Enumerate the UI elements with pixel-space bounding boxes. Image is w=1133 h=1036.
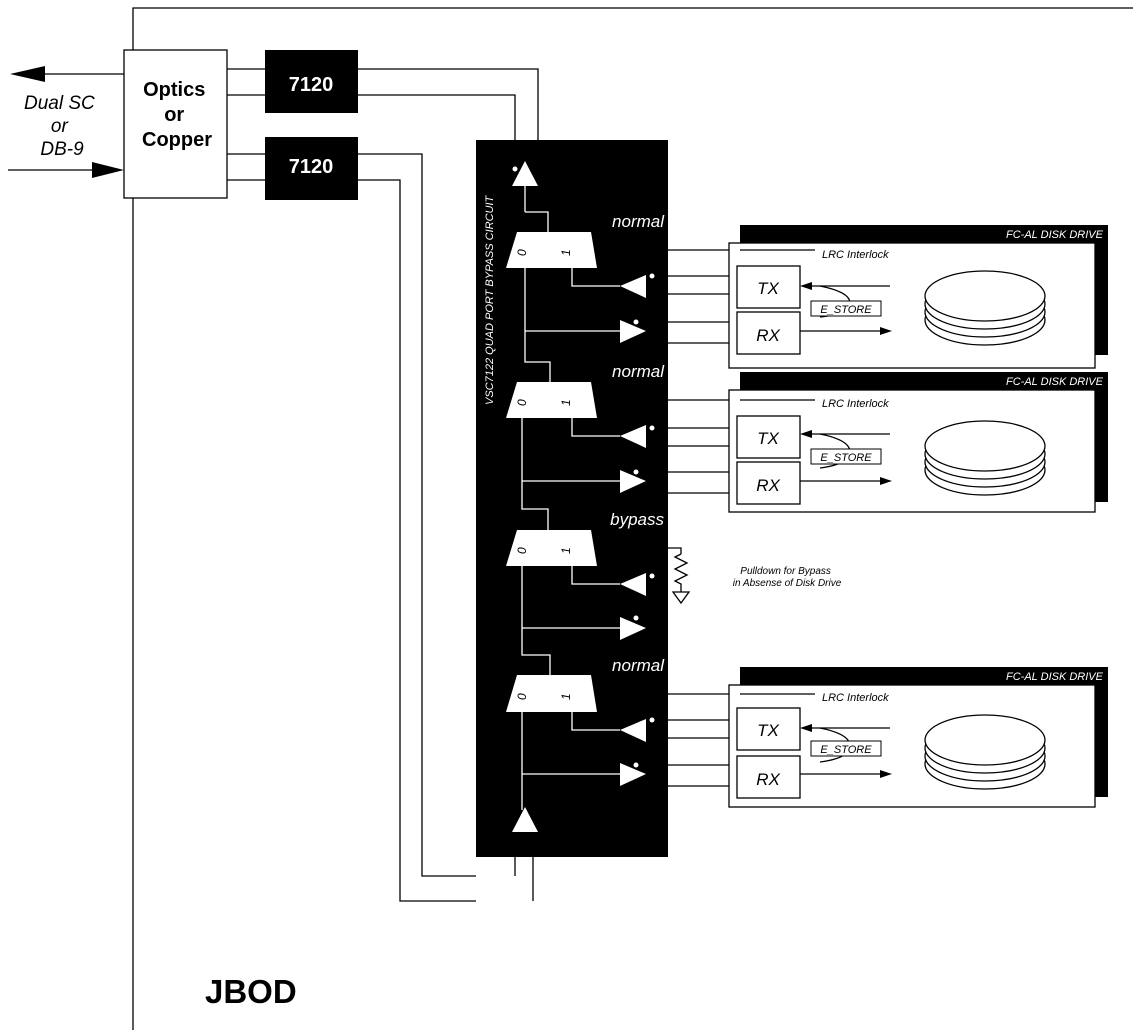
transceiver-1-label: 7120: [289, 74, 334, 96]
bypass-circuit-label: VSC7122 QUAD PORT BYPASS CIRCUIT: [484, 194, 496, 405]
port-1-rx-buffer: [620, 275, 646, 298]
drive-1-rx: [736, 311, 801, 355]
mux-3: [506, 530, 597, 566]
external-connector: [8, 66, 124, 178]
drive-1-estore: [810, 300, 882, 317]
svg-text:0: 0: [515, 399, 529, 406]
drive-3-tx: [736, 707, 801, 751]
drive-3-interlock: LRC Interlock: [822, 692, 889, 704]
svg-text:RX: RX: [756, 326, 780, 345]
port-1-tx-buffer: [620, 320, 646, 343]
svg-text:TX: TX: [757, 721, 779, 740]
drive-3-title: FC-AL DISK DRIVE: [1006, 671, 1104, 683]
transceiver-2-label: 7120: [289, 156, 334, 178]
port-3: 0 1 bypass: [506, 510, 682, 640]
svg-text:0: 0: [515, 693, 529, 700]
drive-2-estore: [810, 448, 882, 465]
port-1: 0 1 normal: [506, 212, 740, 344]
connector-label: Dual SC or DB-9: [24, 93, 100, 160]
drive-2-title: FC-AL DISK DRIVE: [1006, 376, 1104, 388]
mux-2: [506, 382, 597, 418]
optics-module: [123, 49, 228, 199]
mux-4: [506, 675, 597, 712]
svg-text:RX: RX: [756, 476, 780, 495]
transceiver-1: [265, 50, 358, 113]
drive-2-rx: [736, 461, 801, 505]
svg-text:E_STORE: E_STORE: [820, 304, 872, 316]
input-buffer: [512, 161, 538, 186]
disk-drive-1: FC-AL DISK DRIVE LRC Interlock TX RX E_S…: [728, 225, 1108, 369]
port-2-rx-buffer: [620, 425, 646, 448]
pulldown-resistor: [671, 553, 691, 605]
svg-text:TX: TX: [757, 429, 779, 448]
svg-text:1: 1: [559, 547, 573, 554]
drive-3-rx: [736, 755, 801, 799]
port-4-tx-buffer: [620, 763, 646, 786]
port-4-rx-buffer: [620, 719, 646, 742]
chip-internal-wiring: [521, 211, 620, 810]
port-2: 0 1 normal: [506, 362, 740, 494]
module-links: [227, 68, 265, 181]
port-4-state: normal: [612, 656, 665, 675]
drive-2-platter: [924, 420, 1046, 472]
port-2-tx-buffer: [620, 470, 646, 493]
drive-3-estore: [810, 740, 882, 757]
mux-1: [506, 232, 597, 268]
port-3-rx-buffer: [620, 573, 646, 596]
optics-label: Optics or Copper: [142, 79, 212, 151]
svg-text:1: 1: [559, 693, 573, 700]
svg-text:0: 0: [515, 249, 529, 256]
output-buffer: [512, 807, 538, 832]
drive-2-interlock: LRC Interlock: [822, 398, 889, 410]
pulldown-note: Pulldown for Bypass in Absense of Disk D…: [733, 566, 842, 589]
port-3-state: bypass: [610, 510, 664, 529]
svg-text:1: 1: [559, 399, 573, 406]
svg-text:E_STORE: E_STORE: [820, 452, 872, 464]
svg-text:TX: TX: [757, 279, 779, 298]
transceiver-2: [265, 137, 358, 200]
disk-drive-3: FC-AL DISK DRIVE LRC Interlock TX RX E_S…: [728, 667, 1108, 808]
svg-text:0: 0: [515, 547, 529, 554]
port-2-state: normal: [612, 362, 665, 381]
drive-3-platter: [924, 714, 1046, 766]
svg-text:E_STORE: E_STORE: [820, 744, 872, 756]
drive-1-platter: [924, 270, 1046, 322]
port-1-state: normal: [612, 212, 665, 231]
svg-text:RX: RX: [756, 770, 780, 789]
jbod-label: JBOD: [205, 973, 297, 1010]
port-4: 0 1 normal: [506, 656, 740, 787]
transceiver-routing: [358, 68, 539, 902]
drive-1-tx: [736, 265, 801, 309]
disk-drive-2: FC-AL DISK DRIVE LRC Interlock TX RX E_S…: [728, 372, 1108, 513]
drive-2-tx: [736, 415, 801, 459]
jbod-enclosure: [132, 7, 1133, 1030]
svg-text:1: 1: [559, 249, 573, 256]
port-3-tx-buffer: [620, 617, 646, 640]
drive-1-title: FC-AL DISK DRIVE: [1006, 229, 1104, 241]
drive-1-interlock: LRC Interlock: [822, 249, 889, 261]
